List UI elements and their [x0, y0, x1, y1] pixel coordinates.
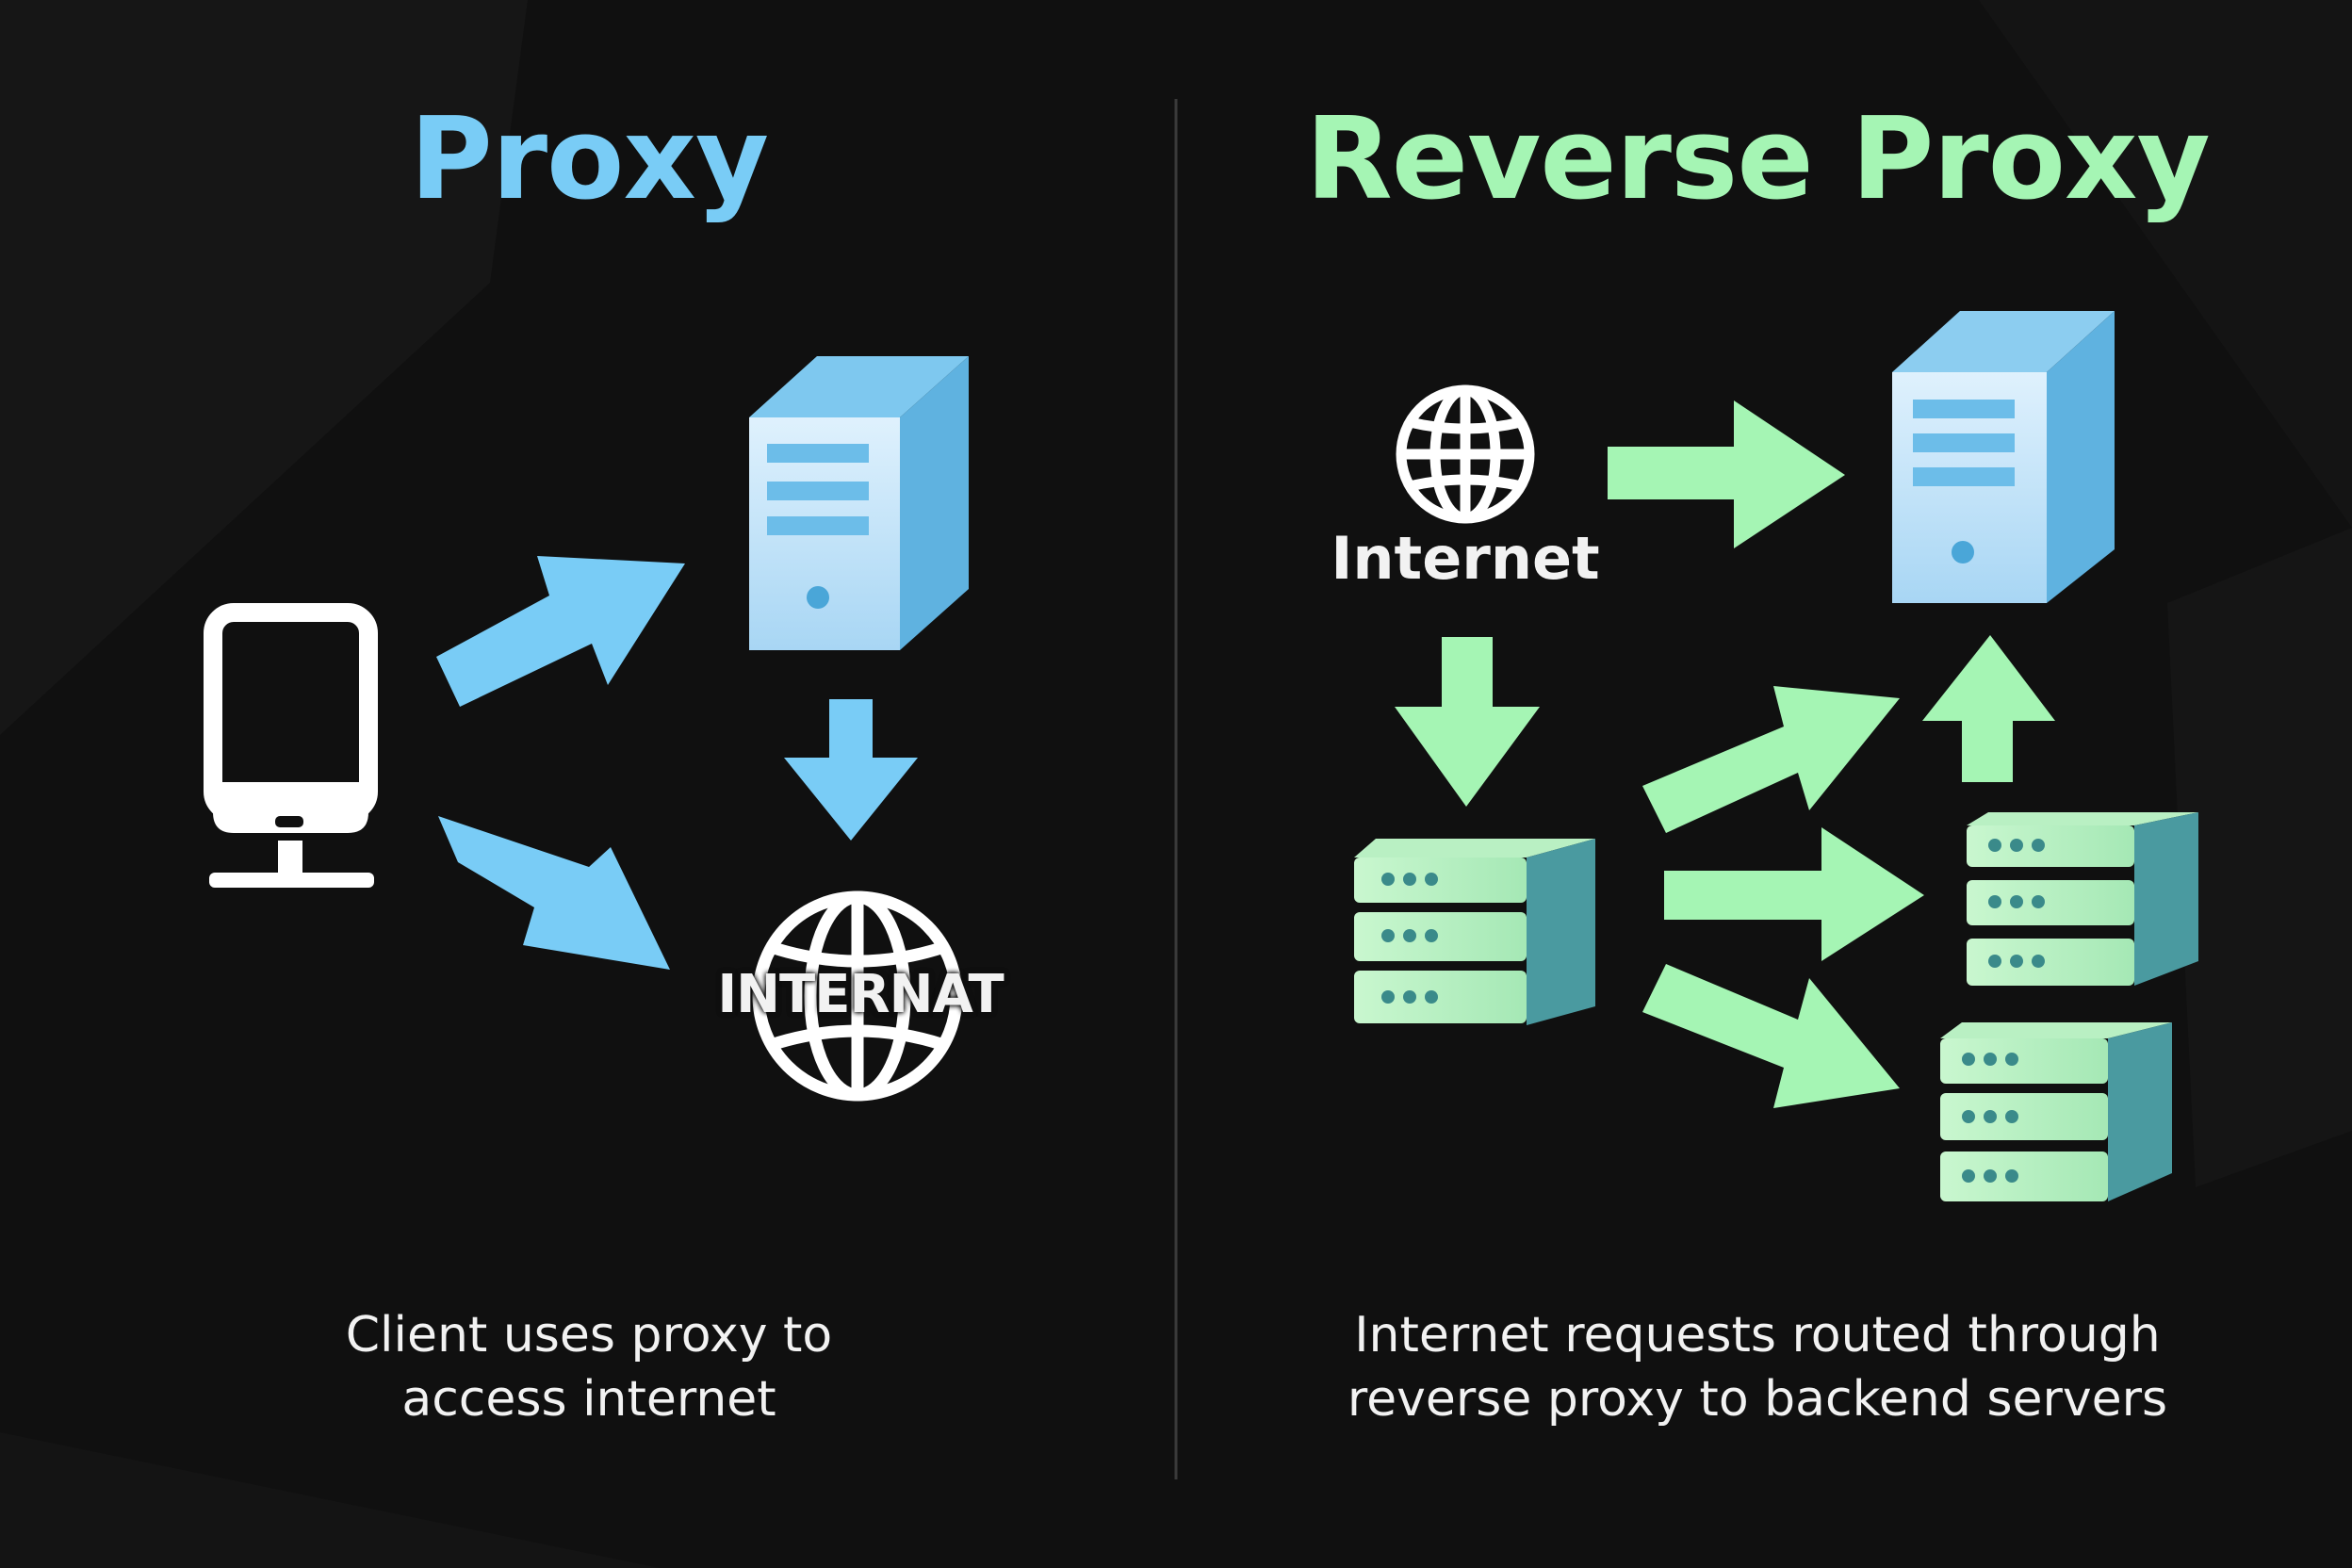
- reverse-proxy-caption: Internet requests routed through reverse…: [1263, 1303, 2252, 1431]
- reverse-proxy-caption-line2: reverse proxy to backend servers: [1347, 1371, 2168, 1428]
- arrow-backend-to-reverse-proxy: [1922, 635, 2055, 782]
- arrow-proxy-to-internet: [784, 699, 918, 841]
- proxy-server-icon: [749, 356, 969, 650]
- reverse-proxy-server-icon: [1892, 311, 2115, 603]
- arrow-internet-down: [1395, 637, 1540, 807]
- arrow-entry-to-lower: [1642, 964, 1900, 1108]
- arrow-client-to-proxy: [436, 556, 685, 707]
- arrow-entry-to-upper: [1642, 686, 1900, 833]
- proxy-title: Proxy: [409, 94, 769, 225]
- arrow-internet-to-reverse-proxy: [1608, 400, 1845, 548]
- monitor-icon: [204, 603, 378, 888]
- server-rack-icon-backend-1: [1967, 812, 2198, 986]
- left-globe-label: INTERNAT: [717, 964, 1004, 1025]
- globe-icon-internet: [1396, 384, 1535, 524]
- right-globe-label: Internet: [1331, 524, 1600, 593]
- proxy-caption-line2: access internet: [401, 1371, 776, 1428]
- reverse-proxy-caption-line1: Internet requests routed through: [1354, 1307, 2161, 1364]
- arrow-client-to-internet: [438, 816, 670, 970]
- server-rack-icon-backend-2: [1940, 1022, 2172, 1201]
- globe-icon: [752, 890, 963, 1102]
- reverse-proxy-title: Reverse Proxy: [1305, 94, 2210, 225]
- proxy-caption: Client uses proxy to access internet: [283, 1303, 895, 1431]
- server-rack-icon-entry: [1354, 839, 1595, 1025]
- proxy-caption-line1: Client uses proxy to: [345, 1307, 833, 1364]
- arrow-entry-to-middle: [1664, 827, 1924, 961]
